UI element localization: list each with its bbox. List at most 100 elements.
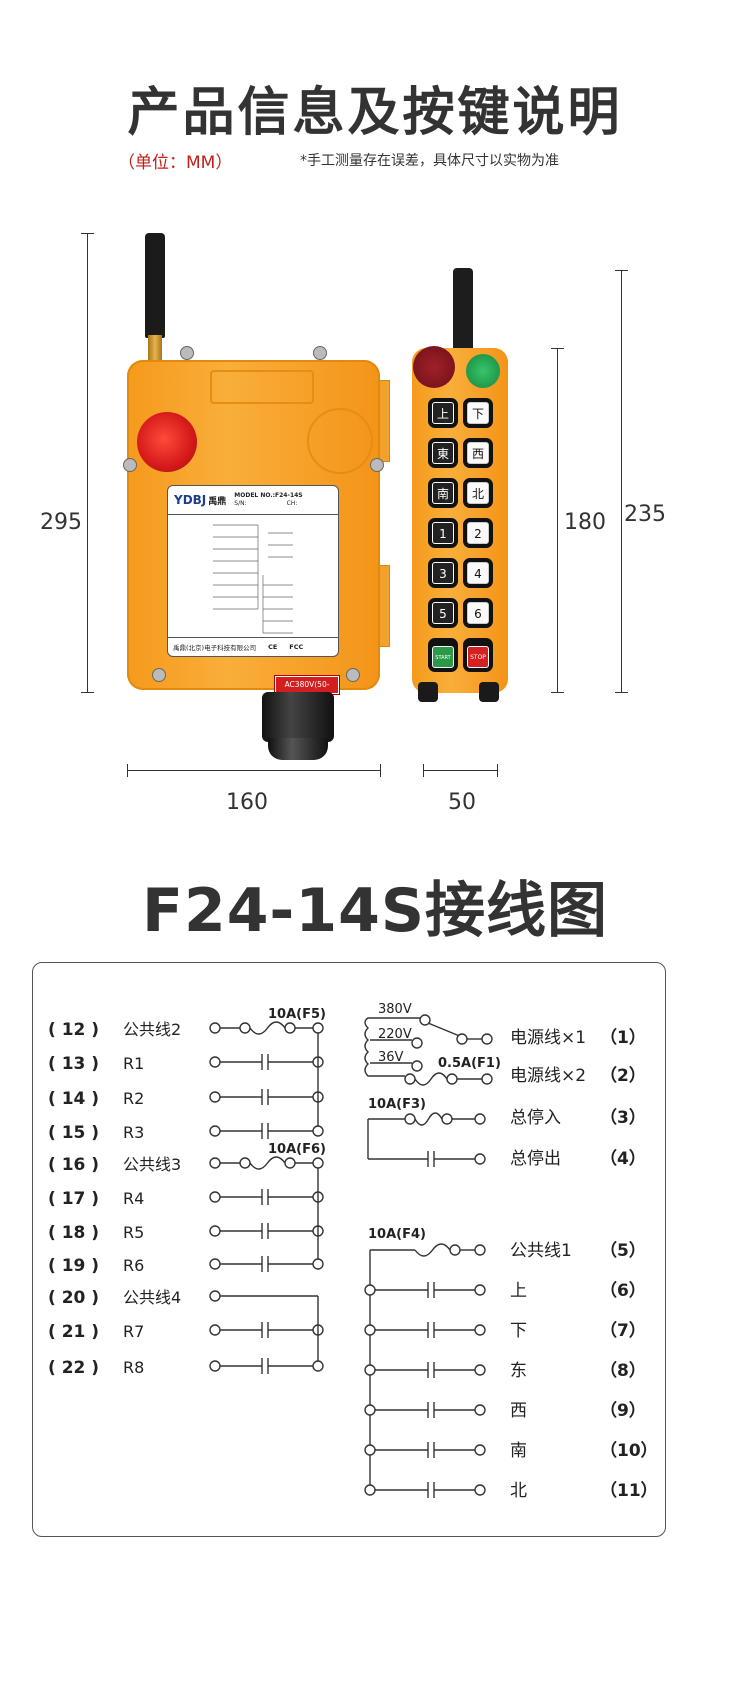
terminal [312, 1258, 324, 1270]
voltage-label: 380V [378, 1002, 412, 1017]
warning-light-icon [137, 412, 197, 472]
fuse-label: 10A(F6) [268, 1142, 326, 1157]
terminal-number: （11） [600, 1480, 658, 1501]
start-button[interactable]: START [428, 642, 458, 672]
fuse-symbol [414, 1112, 443, 1126]
terminal-label: 公共线3 [123, 1155, 181, 1174]
dimension-tick [497, 764, 498, 777]
terminal [209, 1191, 221, 1203]
remote-button[interactable]: 下 [463, 398, 493, 428]
terminal [474, 1113, 486, 1125]
dimension-label: 160 [226, 790, 268, 815]
screw [180, 346, 194, 360]
unit-note: （单位：MM） [118, 153, 233, 173]
terminal-label: 上 [510, 1281, 527, 1301]
terminal [474, 1244, 486, 1256]
wiring-diagram-frame [32, 962, 666, 1537]
terminal [209, 1290, 221, 1302]
remote-foot [418, 682, 438, 702]
brand-cn: 禹鼎 [208, 496, 227, 507]
terminal-label: 总停入 [510, 1108, 561, 1128]
fuse-symbol [249, 1021, 286, 1035]
antenna [145, 233, 165, 338]
selector-switch [427, 1022, 463, 1038]
remote-button-label: 上 [432, 402, 454, 424]
remote-button[interactable]: 東 [428, 438, 458, 468]
terminal [481, 1033, 493, 1045]
fcc-mark: FCC [289, 643, 304, 651]
remote-button-label: 南 [432, 482, 454, 504]
terminal [404, 1113, 416, 1125]
terminal [419, 1014, 431, 1026]
terminal [364, 1324, 376, 1336]
terminal [411, 1037, 423, 1049]
round-recess [307, 408, 373, 474]
dimension-label: 50 [448, 790, 476, 815]
terminal-label: R5 [123, 1223, 144, 1242]
terminal-number: ( 21 ) [48, 1322, 99, 1342]
terminal-number: （1） [600, 1027, 646, 1048]
terminal-number: ( 22 ) [48, 1358, 99, 1378]
remote-button[interactable]: 4 [463, 558, 493, 588]
terminal-label: 公共线4 [123, 1288, 181, 1307]
terminal [474, 1444, 486, 1456]
dimension-tick [423, 764, 424, 777]
terminal [411, 1060, 423, 1072]
terminal [209, 1091, 221, 1103]
terminal [209, 1324, 221, 1336]
remote-button[interactable]: 1 [428, 518, 458, 548]
remote-button[interactable]: 南 [428, 478, 458, 508]
remote-button[interactable]: 3 [428, 558, 458, 588]
screw [313, 346, 327, 360]
terminal [209, 1157, 221, 1169]
page-title: 产品信息及按键说明 [127, 83, 623, 143]
dimension-line-height-small-total [621, 270, 622, 692]
stop-button[interactable]: STOP [463, 642, 493, 672]
remote-button[interactable]: 北 [463, 478, 493, 508]
terminal-label: R7 [123, 1322, 144, 1341]
terminal [364, 1364, 376, 1376]
handle-recess [210, 370, 314, 404]
remote-button[interactable]: 5 [428, 598, 458, 628]
terminal [449, 1244, 461, 1256]
remote-button-label: 2 [467, 522, 489, 544]
terminal-number: （8） [600, 1360, 646, 1381]
emergency-stop-icon [413, 346, 455, 388]
cable-gland-nut [268, 738, 328, 760]
dimension-label: 235 [624, 502, 666, 527]
dimension-tick [127, 764, 128, 777]
terminal [446, 1073, 458, 1085]
remote-button-label: 東 [432, 442, 454, 464]
dimension-line-width-large [127, 770, 380, 771]
remote-button[interactable]: 2 [463, 518, 493, 548]
terminal-number: ( 16 ) [48, 1155, 99, 1175]
terminal-number: ( 17 ) [48, 1189, 99, 1209]
terminal [209, 1258, 221, 1270]
terminal-number: （4） [600, 1148, 646, 1169]
fuse-label: 0.5A(F1) [438, 1056, 501, 1071]
screw [152, 668, 166, 682]
dimension-tick [551, 692, 564, 693]
terminal-number: （5） [600, 1240, 646, 1261]
remote-button-label: 1 [432, 522, 454, 544]
brand-logo: YDBJ [174, 493, 207, 507]
fuse-label: 10A(F3) [368, 1097, 426, 1112]
dimension-line-height-small-body [557, 348, 558, 692]
remote-button-label: 北 [467, 482, 489, 504]
terminal-number: ( 12 ) [48, 1020, 99, 1040]
ch-label: CH: [286, 500, 298, 507]
remote-button[interactable]: 上 [428, 398, 458, 428]
voltage-label: 220V [378, 1027, 412, 1042]
remote-button[interactable]: 6 [463, 598, 493, 628]
terminal [456, 1033, 468, 1045]
terminal [284, 1022, 296, 1034]
terminal [481, 1073, 493, 1085]
terminal [441, 1113, 453, 1125]
remote-button[interactable]: 西 [463, 438, 493, 468]
terminal [474, 1484, 486, 1496]
terminal [209, 1225, 221, 1237]
terminal [474, 1404, 486, 1416]
fuse-symbol [414, 1072, 448, 1086]
fuse-symbol [249, 1156, 286, 1170]
terminal [312, 1125, 324, 1137]
